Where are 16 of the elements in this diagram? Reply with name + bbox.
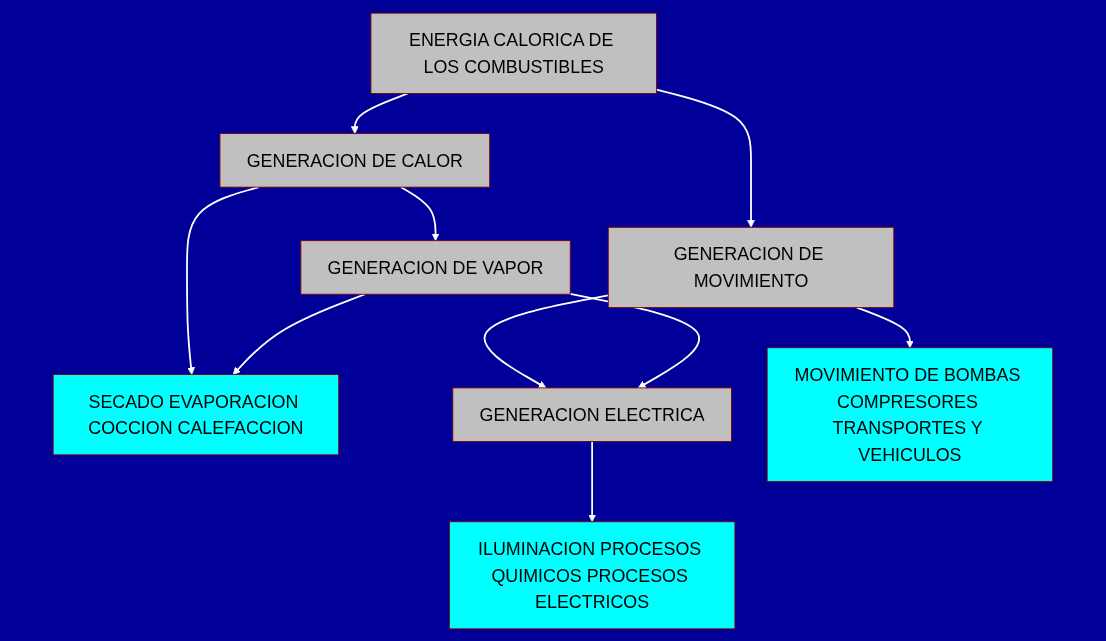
node-box: GENERACION DE CALOR	[219, 132, 491, 188]
node-box: MOVIMIENTO DE BOMBAS COMPRESORES TRANSPORTES Y VEHICULOS	[766, 346, 1054, 482]
arrow	[350, 92, 409, 134]
node-box: GENERACION DE VAPOR	[300, 239, 571, 295]
arrow	[655, 88, 756, 228]
arrow	[588, 440, 597, 522]
node-box: GENERACION DE MOVIMIENTO	[607, 226, 895, 308]
node-box: SECADO EVAPORACION COCCION CALEFACCION	[52, 373, 340, 455]
arrow	[856, 306, 914, 348]
node-box: ILUMINACION PROCESOS QUIMICOS PROCESOS ELECTRICOS	[449, 520, 736, 629]
node-box: GENERACION ELECTRICA	[452, 386, 732, 442]
arrow	[483, 293, 610, 388]
arrow	[186, 185, 260, 375]
arrow	[400, 185, 440, 241]
arrow	[232, 292, 366, 375]
node-box: ENERGIA CALORICA DE LOS COMBUSTIBLES	[370, 12, 657, 94]
